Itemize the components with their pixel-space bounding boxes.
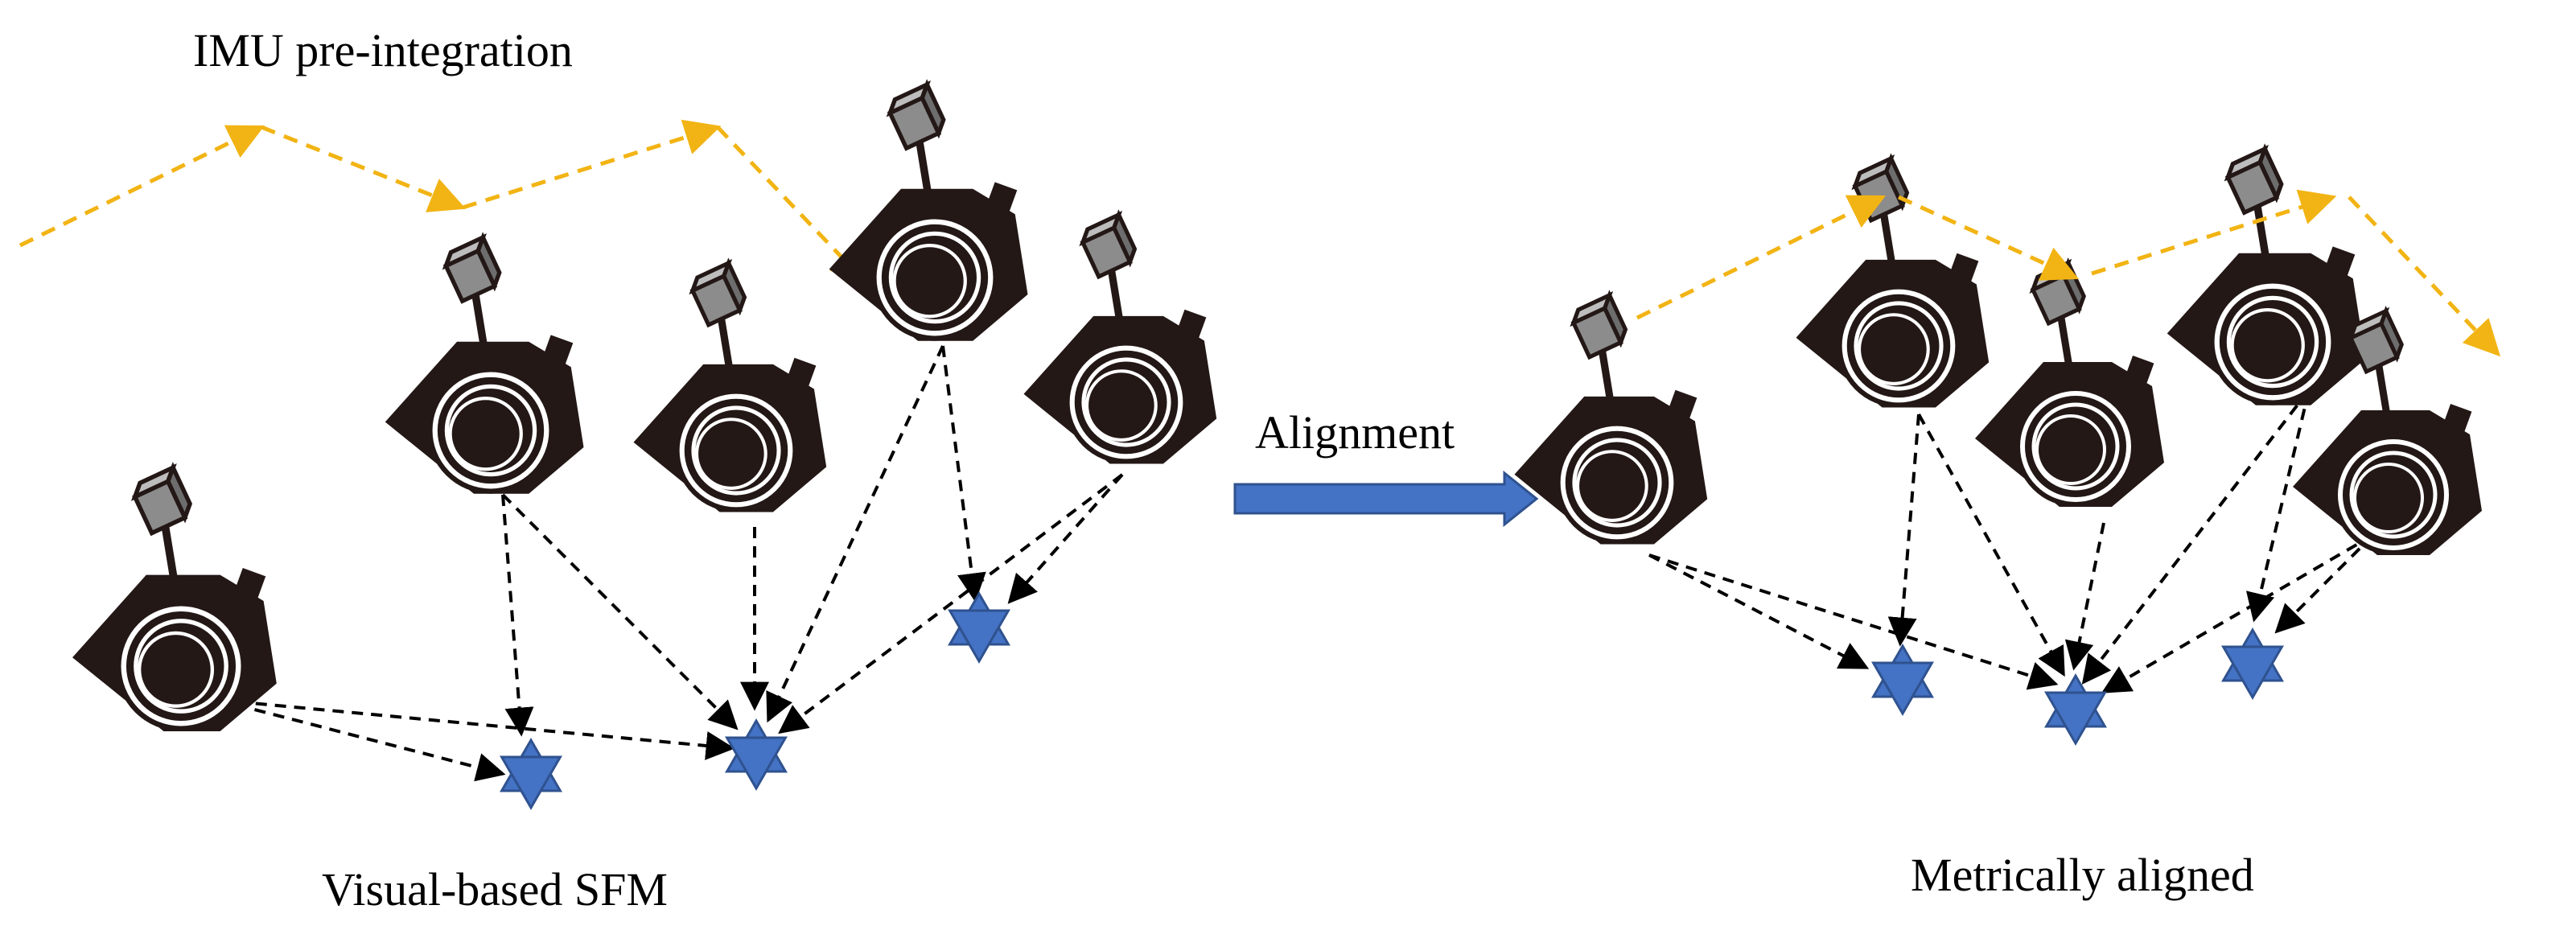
landmark-star-icon (2222, 628, 2283, 699)
camera-icon (1515, 295, 1708, 545)
imu-preintegration-label: IMU pre-integration (193, 24, 573, 76)
camera-icon (72, 467, 277, 731)
observation-rays-left (216, 345, 1124, 782)
landmark-star-icon (500, 739, 562, 809)
landmark-star-icon (1872, 644, 1933, 715)
right-panel (1515, 149, 2501, 745)
imu-path-left (19, 119, 868, 285)
landmark-star-icon (726, 719, 787, 790)
camera-icon (385, 237, 584, 494)
alignment-arrow (1233, 470, 1539, 528)
left-caption: Visual-based SFM (322, 863, 668, 915)
camera-icon (829, 84, 1028, 341)
right-caption: Metrically aligned (1911, 849, 2254, 901)
observation-rays-right (1648, 389, 2375, 693)
camera-icon (634, 263, 827, 512)
landmark-star-icon (949, 592, 1010, 663)
camera-icon (1796, 158, 1990, 408)
camera-icon (1024, 215, 1217, 464)
alignment-label: Alignment (1255, 406, 1455, 459)
left-panel (19, 84, 1217, 809)
camera-icon (2167, 149, 2366, 405)
landmark-star-icon (2045, 674, 2106, 745)
imu-path-right (1636, 189, 2501, 357)
camera-icon (1975, 263, 2164, 507)
